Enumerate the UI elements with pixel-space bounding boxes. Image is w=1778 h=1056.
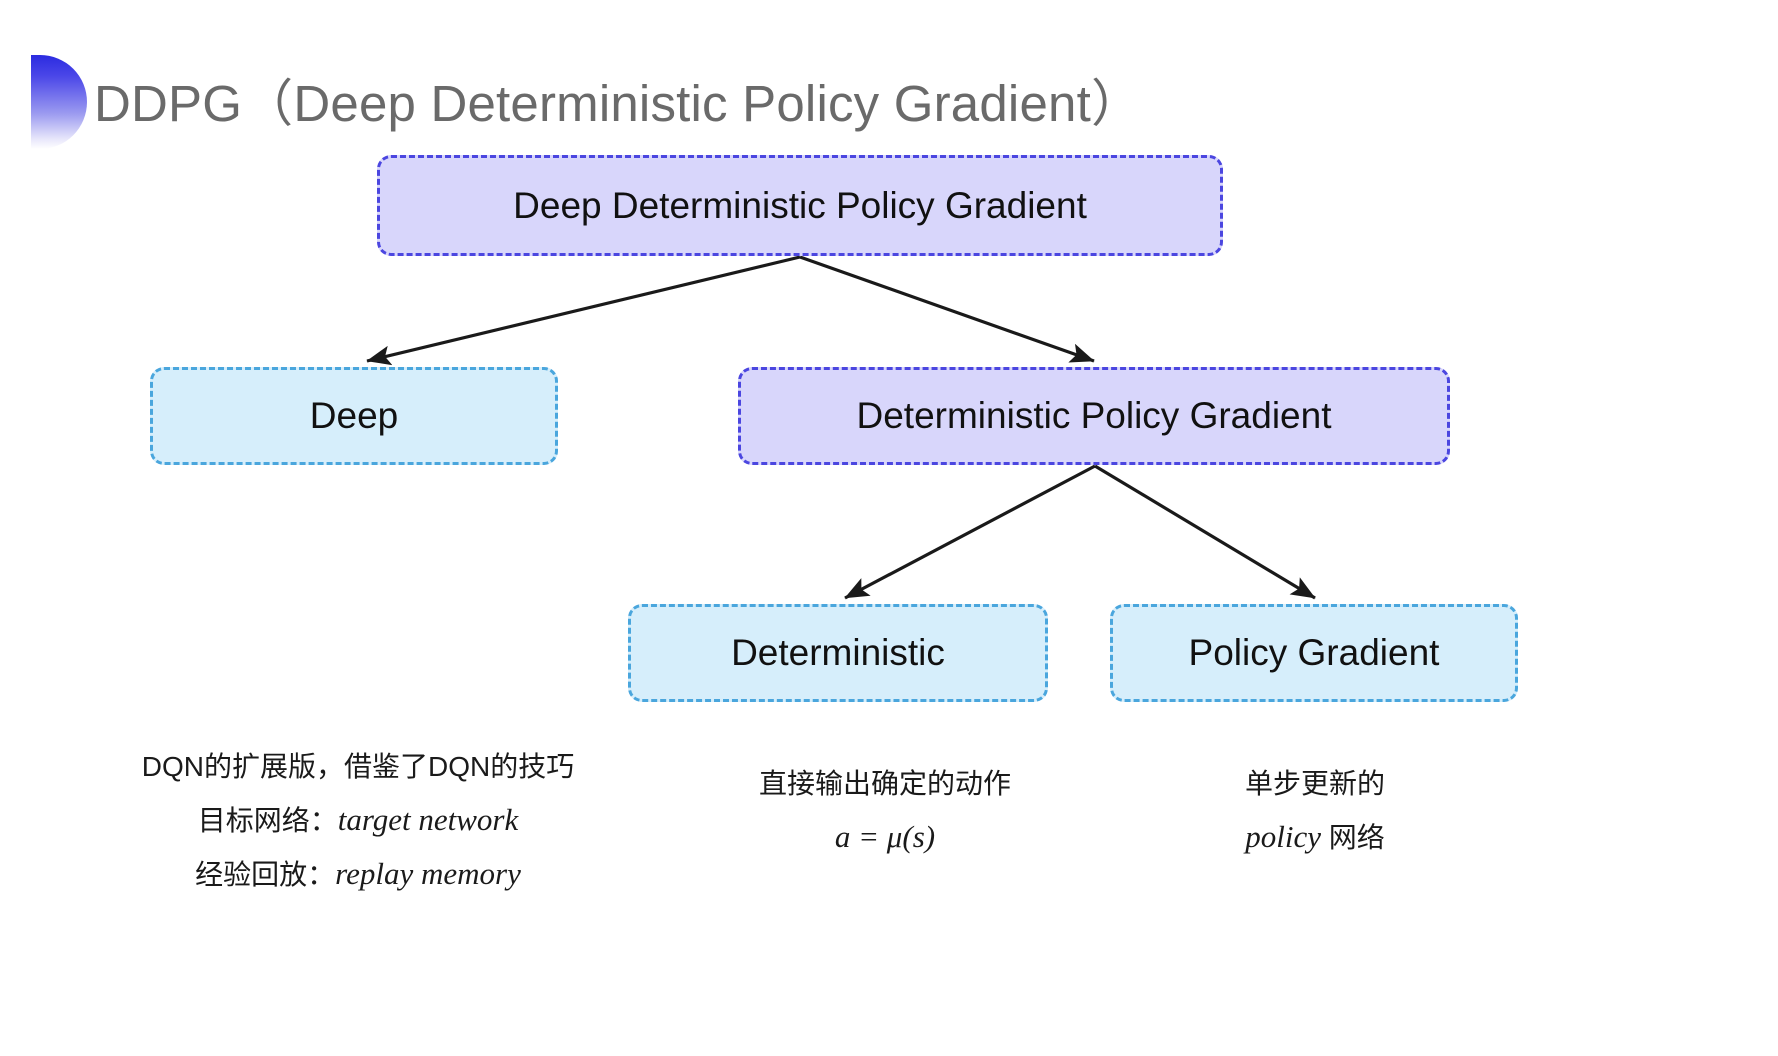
node-deterministic[interactable]: Deterministic (628, 604, 1048, 702)
edge-root-to-dpg (799, 255, 1095, 363)
title-accent-shape (31, 55, 87, 149)
node-deterministic-policy-gradient[interactable]: Deterministic Policy Gradient (738, 367, 1450, 465)
node-policy-gradient[interactable]: Policy Gradient (1110, 604, 1518, 702)
annotation-policy-gradient: 单步更新的 policy 网络 (1150, 757, 1480, 864)
annotation-deep-line2-term: target network (337, 802, 519, 837)
edge-dpg-to-deterministic (844, 464, 1096, 600)
annotation-deep-line3-label: 经验回放： (195, 859, 336, 890)
node-deep[interactable]: Deep (150, 367, 558, 465)
annotation-deep-line3-term: replay memory (335, 856, 521, 891)
annotation-deep: DQN的扩展版，借鉴了DQN的技巧 目标网络：target network 经验… (128, 740, 588, 901)
node-deep-deterministic-policy-gradient[interactable]: Deep Deterministic Policy Gradient (377, 155, 1223, 256)
page-title: DDPG（Deep Deterministic Policy Gradient） (94, 75, 1143, 132)
edge-dpg-to-policy-gradient (1094, 464, 1316, 600)
annotation-policy-gradient-term: policy (1245, 819, 1321, 854)
annotation-policy-gradient-line2: policy 网络 (1150, 810, 1480, 864)
annotation-policy-gradient-suffix: 网络 (1320, 822, 1385, 853)
edge-root-to-deep (366, 255, 801, 366)
annotation-deterministic: 直接输出确定的动作 a = μ(s) (700, 757, 1070, 863)
annotation-deep-line1: DQN的扩展版，借鉴了DQN的技巧 (141, 751, 575, 782)
annotation-deep-line2-label: 目标网络： (197, 805, 338, 836)
annotation-deep-line2: 目标网络：target network (128, 793, 588, 847)
annotation-deep-line3: 经验回放：replay memory (128, 847, 588, 901)
annotation-deterministic-line1: 直接输出确定的动作 (758, 768, 1011, 799)
annotation-deterministic-formula: a = μ(s) (834, 819, 936, 854)
annotation-policy-gradient-line1: 单步更新的 (1244, 768, 1385, 799)
